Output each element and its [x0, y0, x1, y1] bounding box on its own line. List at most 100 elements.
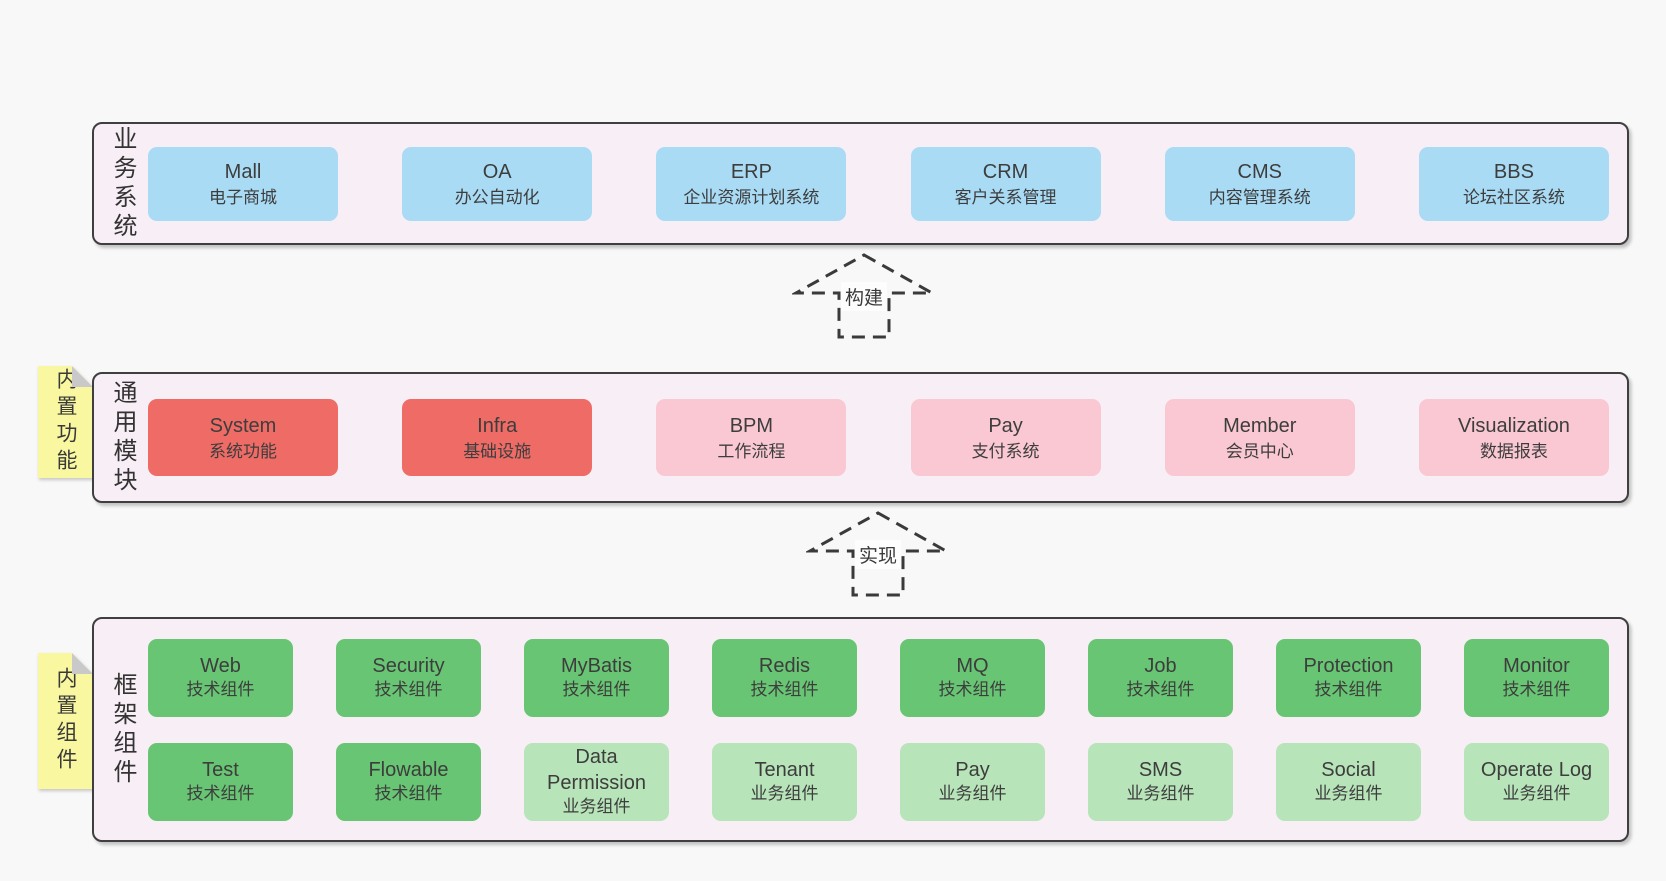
- band-label-business: 业务系统: [109, 125, 136, 242]
- box-desc: 技术组件: [186, 680, 255, 700]
- box-desc: 业务组件: [1314, 784, 1383, 804]
- box-name: CRM: [982, 160, 1029, 183]
- box-monitor: Monitor 技术组件: [1464, 638, 1609, 717]
- box-name: BBS: [1493, 160, 1534, 183]
- box-desc: 工作流程: [717, 441, 786, 461]
- band-framework-components: 框架组件 Web 技术组件 Security 技术组件 MyBatis 技术组件…: [92, 617, 1629, 842]
- sticky-text: 内置组件: [54, 667, 77, 775]
- box-test: Test 技术组件: [148, 742, 293, 821]
- box-desc: 内容管理系统: [1208, 187, 1311, 207]
- box-erp: ERP 企业资源计划系统: [656, 146, 847, 221]
- box-redis: Redis 技术组件: [712, 638, 857, 717]
- business-boxes: Mall 电子商城 OA 办公自动化 ERP 企业资源计划系统 CRM 客户关系…: [138, 146, 1627, 221]
- folded-corner-icon: [72, 366, 93, 387]
- box-name: Social: [1321, 759, 1376, 782]
- box-infra: Infra 基础设施: [402, 399, 593, 476]
- folded-corner-icon: [72, 653, 93, 674]
- box-pay: Pay 支付系统: [910, 399, 1101, 476]
- box-name: Monitor: [1503, 655, 1570, 678]
- box-name: Web: [200, 655, 241, 678]
- box-desc: 技术组件: [562, 680, 631, 700]
- box-cms: CMS 内容管理系统: [1164, 146, 1355, 221]
- box-oa: OA 办公自动化: [402, 146, 593, 221]
- box-mybatis: MyBatis 技术组件: [524, 638, 669, 717]
- box-mq: MQ 技术组件: [900, 638, 1045, 717]
- box-name: Tenant: [754, 759, 815, 782]
- implement-arrow: 实现: [806, 510, 950, 598]
- box-desc: 技术组件: [1502, 680, 1571, 700]
- box-pay-component: Pay 业务组件: [900, 742, 1045, 821]
- box-desc: 论坛社区系统: [1462, 187, 1565, 207]
- box-name: CMS: [1237, 160, 1282, 183]
- box-desc: 业务组件: [562, 797, 631, 817]
- box-flowable: Flowable 技术组件: [336, 742, 481, 821]
- box-desc: 技术组件: [374, 680, 443, 700]
- box-system: System 系统功能: [148, 399, 338, 476]
- box-member: Member 会员中心: [1164, 399, 1355, 476]
- box-protection: Protection 技术组件: [1276, 638, 1421, 717]
- box-name: OA: [482, 160, 512, 183]
- box-desc: 技术组件: [1126, 680, 1195, 700]
- box-name: Test: [202, 759, 239, 782]
- box-name: MQ: [956, 655, 989, 678]
- box-name: Protection: [1303, 655, 1394, 678]
- box-desc: 技术组件: [186, 784, 255, 804]
- box-bpm: BPM 工作流程: [656, 399, 847, 476]
- box-crm: CRM 客户关系管理: [910, 146, 1101, 221]
- box-desc: 客户关系管理: [954, 187, 1057, 207]
- box-desc: 技术组件: [938, 680, 1007, 700]
- box-desc: 基础设施: [463, 441, 532, 461]
- sticky-note-builtin-features: 内置功能: [38, 366, 93, 478]
- box-operate-log: Operate Log 业务组件: [1464, 742, 1609, 821]
- band-label-framework: 框架组件: [109, 671, 136, 788]
- box-desc: 业务组件: [938, 784, 1007, 804]
- box-name: System: [209, 414, 277, 437]
- box-visualization: Visualization 数据报表: [1418, 399, 1609, 476]
- box-name: Infra: [477, 414, 518, 437]
- box-desc: 技术组件: [750, 680, 819, 700]
- box-web: Web 技术组件: [148, 638, 293, 717]
- box-name: BPM: [729, 414, 774, 437]
- box-desc: 企业资源计划系统: [683, 187, 820, 207]
- box-desc: 数据报表: [1479, 441, 1548, 461]
- box-name: Job: [1144, 655, 1177, 678]
- box-name: Pay: [955, 759, 990, 782]
- box-name: Security: [372, 655, 445, 678]
- box-job: Job 技术组件: [1088, 638, 1233, 717]
- box-name: SMS: [1138, 759, 1183, 782]
- box-security: Security 技术组件: [336, 638, 481, 717]
- box-name: Pay: [988, 414, 1023, 437]
- box-name: Data Permission: [547, 746, 646, 795]
- sticky-text: 内置功能: [54, 368, 77, 476]
- build-arrow-label: 构建: [840, 282, 888, 311]
- box-bbs: BBS 论坛社区系统: [1418, 146, 1609, 221]
- box-desc: 业务组件: [1502, 784, 1571, 804]
- box-desc: 支付系统: [971, 441, 1040, 461]
- band-label-modules: 通用模块: [109, 379, 136, 496]
- box-desc: 会员中心: [1225, 441, 1294, 461]
- box-desc: 业务组件: [1126, 784, 1195, 804]
- box-desc: 办公自动化: [454, 187, 540, 207]
- box-data-permission: Data Permission 业务组件: [524, 742, 669, 821]
- box-tenant: Tenant 业务组件: [712, 742, 857, 821]
- box-name: MyBatis: [560, 655, 633, 678]
- band-common-modules: 通用模块 System 系统功能 Infra 基础设施 BPM 工作流程 Pay…: [92, 372, 1629, 503]
- box-name: Visualization: [1457, 414, 1570, 437]
- module-boxes: System 系统功能 Infra 基础设施 BPM 工作流程 Pay 支付系统…: [138, 399, 1627, 476]
- sticky-paper: 内置功能: [38, 366, 93, 478]
- box-desc: 技术组件: [374, 784, 443, 804]
- box-name: Member: [1223, 414, 1297, 437]
- box-name: ERP: [730, 160, 772, 183]
- band-business-systems: 业务系统 Mall 电子商城 OA 办公自动化 ERP 企业资源计划系统 CRM…: [92, 122, 1629, 245]
- up-arrow-icon: [806, 511, 950, 597]
- box-desc: 技术组件: [1314, 680, 1383, 700]
- sticky-paper: 内置组件: [38, 653, 93, 789]
- box-desc: 系统功能: [209, 441, 277, 461]
- box-social: Social 业务组件: [1276, 742, 1421, 821]
- box-desc: 电子商城: [209, 187, 277, 207]
- framework-boxes: Web 技术组件 Security 技术组件 MyBatis 技术组件 Redi…: [138, 638, 1627, 821]
- box-sms: SMS 业务组件: [1088, 742, 1233, 821]
- sticky-note-builtin-components: 内置组件: [38, 653, 93, 789]
- box-name: Flowable: [368, 759, 449, 782]
